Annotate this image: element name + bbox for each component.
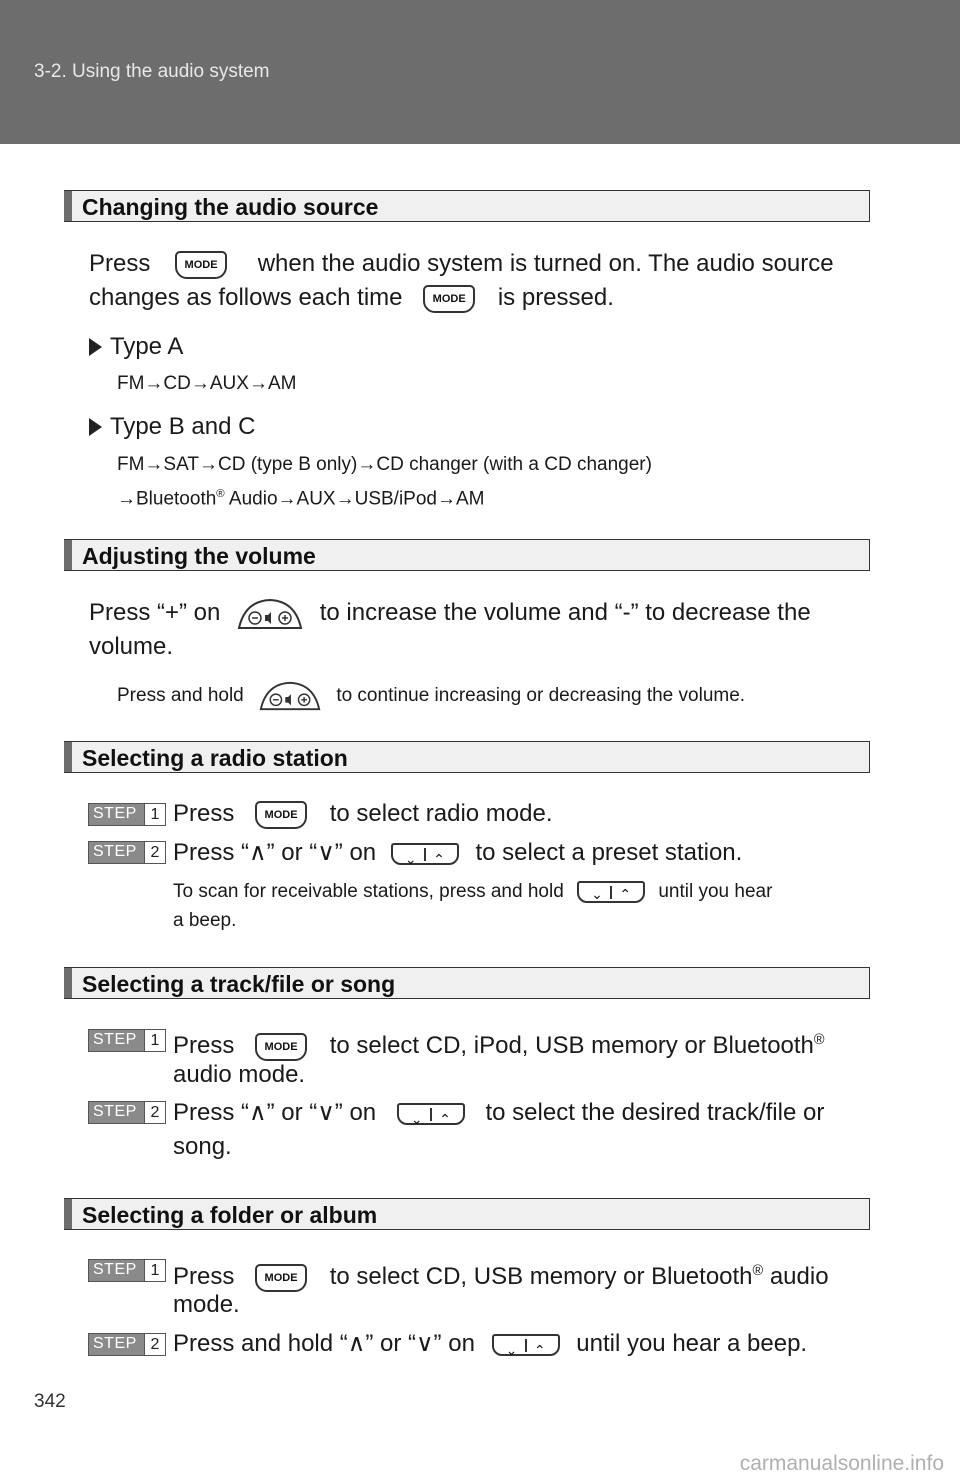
section-heading-volume: Adjusting the volume xyxy=(64,539,870,571)
text: to continue increasing or decreasing the… xyxy=(336,685,746,707)
step-badge: STEP 2 xyxy=(88,1101,166,1124)
text: Press and hold “∧” or “∨” on xyxy=(173,1330,475,1357)
seek-button-icon: ⌄⌃ xyxy=(396,1102,465,1127)
mode-button-icon: MODE xyxy=(175,250,228,279)
step-text: song. xyxy=(173,1133,232,1160)
seek-button-icon: ⌄⌃ xyxy=(390,842,459,867)
text: to select a preset station. xyxy=(475,839,743,866)
note: Press and hold to continue increasing or… xyxy=(117,680,877,712)
step-number: 2 xyxy=(144,1102,165,1123)
text: when the audio system is turned on. The … xyxy=(257,250,834,277)
text: Press xyxy=(173,1032,235,1059)
mode-button-icon: MODE xyxy=(255,1263,308,1292)
step-label: STEP xyxy=(93,1261,137,1278)
text: to select radio mode. xyxy=(329,800,553,827)
arrow-bullet-icon xyxy=(89,418,102,436)
step-text: audio mode. xyxy=(173,1061,306,1088)
text: Audio→AUX→USB/iPod→AM xyxy=(224,488,485,510)
text: Press “+” on xyxy=(89,599,221,626)
section-title: Selecting a radio station xyxy=(82,745,348,771)
text: Type A xyxy=(110,333,184,360)
step-text: Press MODE to select radio mode. xyxy=(173,797,553,831)
paragraph: Press MODE when the audio system is turn… xyxy=(89,247,869,281)
step-number: 1 xyxy=(144,804,165,825)
section-title: Changing the audio source xyxy=(82,194,379,220)
step-badge: STEP 1 xyxy=(88,803,166,826)
header-title: 3-2. Using the audio system xyxy=(34,61,270,82)
volume-knob-icon xyxy=(259,681,321,711)
type-bc-sequence: FM→SAT→CD (type B only)→CD changer (with… xyxy=(117,454,652,475)
paragraph: changes as follows each time MODE is pre… xyxy=(89,281,869,315)
section-heading-track: Selecting a track/file or song xyxy=(64,967,870,999)
step-text: Press MODE to select CD, USB memory or B… xyxy=(173,1254,873,1294)
text: →Bluetooth xyxy=(117,488,217,510)
step-number: 1 xyxy=(144,1030,165,1051)
text: to select the desired track/file or xyxy=(485,1099,825,1126)
section-title: Selecting a folder or album xyxy=(82,1202,378,1228)
type-a-label: Type A xyxy=(89,330,183,364)
step-text: Press “∧” or “∨” on ⌄⌃ to select the des… xyxy=(173,1096,873,1130)
step-badge: STEP 2 xyxy=(88,841,166,864)
text: To scan for receivable stations, press a… xyxy=(173,881,564,902)
watermark: carmanualsonline.info xyxy=(739,1452,944,1475)
text: Press xyxy=(173,1263,235,1290)
type-bc-sequence: →Bluetooth® Audio→AUX→USB/iPod→AM xyxy=(117,480,484,513)
registered-mark: ® xyxy=(752,1263,764,1279)
seek-button-icon: ⌄⌃ xyxy=(577,880,646,903)
section-title: Adjusting the volume xyxy=(82,543,316,569)
text: Type B and C xyxy=(110,413,256,440)
note: To scan for receivable stations, press a… xyxy=(173,878,873,906)
paragraph: volume. xyxy=(89,633,174,660)
text: Press “∧” or “∨” on xyxy=(173,839,377,866)
volume-knob-icon xyxy=(237,598,303,629)
seek-button-icon: ⌄⌃ xyxy=(491,1333,560,1358)
text: Press xyxy=(173,800,235,827)
mode-button-icon: MODE xyxy=(255,1032,308,1061)
mode-button-icon: MODE xyxy=(423,284,476,313)
page-header: 3-2. Using the audio system xyxy=(0,0,960,144)
section-heading-change-source: Changing the audio source xyxy=(64,190,870,222)
registered-mark: ® xyxy=(216,488,225,500)
text: Press “∧” or “∨” on xyxy=(173,1099,377,1126)
text: changes as follows each time xyxy=(89,284,403,311)
step-number: 2 xyxy=(144,1334,165,1355)
text: audio xyxy=(769,1263,829,1290)
section-heading-radio: Selecting a radio station xyxy=(64,741,870,773)
text: Press and hold xyxy=(117,685,244,707)
step-text: mode. xyxy=(173,1291,240,1318)
text: to select CD, USB memory or Bluetooth xyxy=(329,1263,753,1290)
text: Press xyxy=(89,250,151,277)
text: to select CD, iPod, USB memory or Blueto… xyxy=(329,1032,814,1059)
step-badge: STEP 1 xyxy=(88,1029,166,1052)
step-label: STEP xyxy=(93,1103,137,1120)
type-bc-label: Type B and C xyxy=(89,410,255,444)
step-number: 2 xyxy=(144,842,165,863)
section-title: Selecting a track/file or song xyxy=(82,971,396,997)
text: is pressed. xyxy=(497,284,614,311)
type-a-sequence: FM→CD→AUX→AM xyxy=(117,373,297,394)
mode-button-icon: MODE xyxy=(255,800,308,829)
text: until you hear a beep. xyxy=(576,1330,808,1357)
step-text: Press “∧” or “∨” on ⌄⌃ to select a prese… xyxy=(173,836,742,870)
step-badge: STEP 1 xyxy=(88,1259,166,1282)
step-text: Press MODE to select CD, iPod, USB memor… xyxy=(173,1023,873,1063)
registered-mark: ® xyxy=(813,1032,825,1048)
step-text: Press and hold “∧” or “∨” on ⌄⌃ until yo… xyxy=(173,1327,807,1361)
section-heading-folder: Selecting a folder or album xyxy=(64,1198,870,1230)
step-label: STEP xyxy=(93,1335,137,1352)
step-badge: STEP 2 xyxy=(88,1333,166,1356)
step-label: STEP xyxy=(93,805,137,822)
paragraph: Press “+” on to increase the volume and … xyxy=(89,596,869,631)
arrow-bullet-icon xyxy=(89,338,102,356)
text: until you hear xyxy=(658,881,773,902)
note: a beep. xyxy=(173,910,237,931)
step-number: 1 xyxy=(144,1260,165,1281)
text: to increase the volume and “-” to decrea… xyxy=(319,599,811,626)
step-label: STEP xyxy=(93,1031,137,1048)
page-number: 342 xyxy=(34,1391,66,1412)
step-label: STEP xyxy=(93,843,137,860)
